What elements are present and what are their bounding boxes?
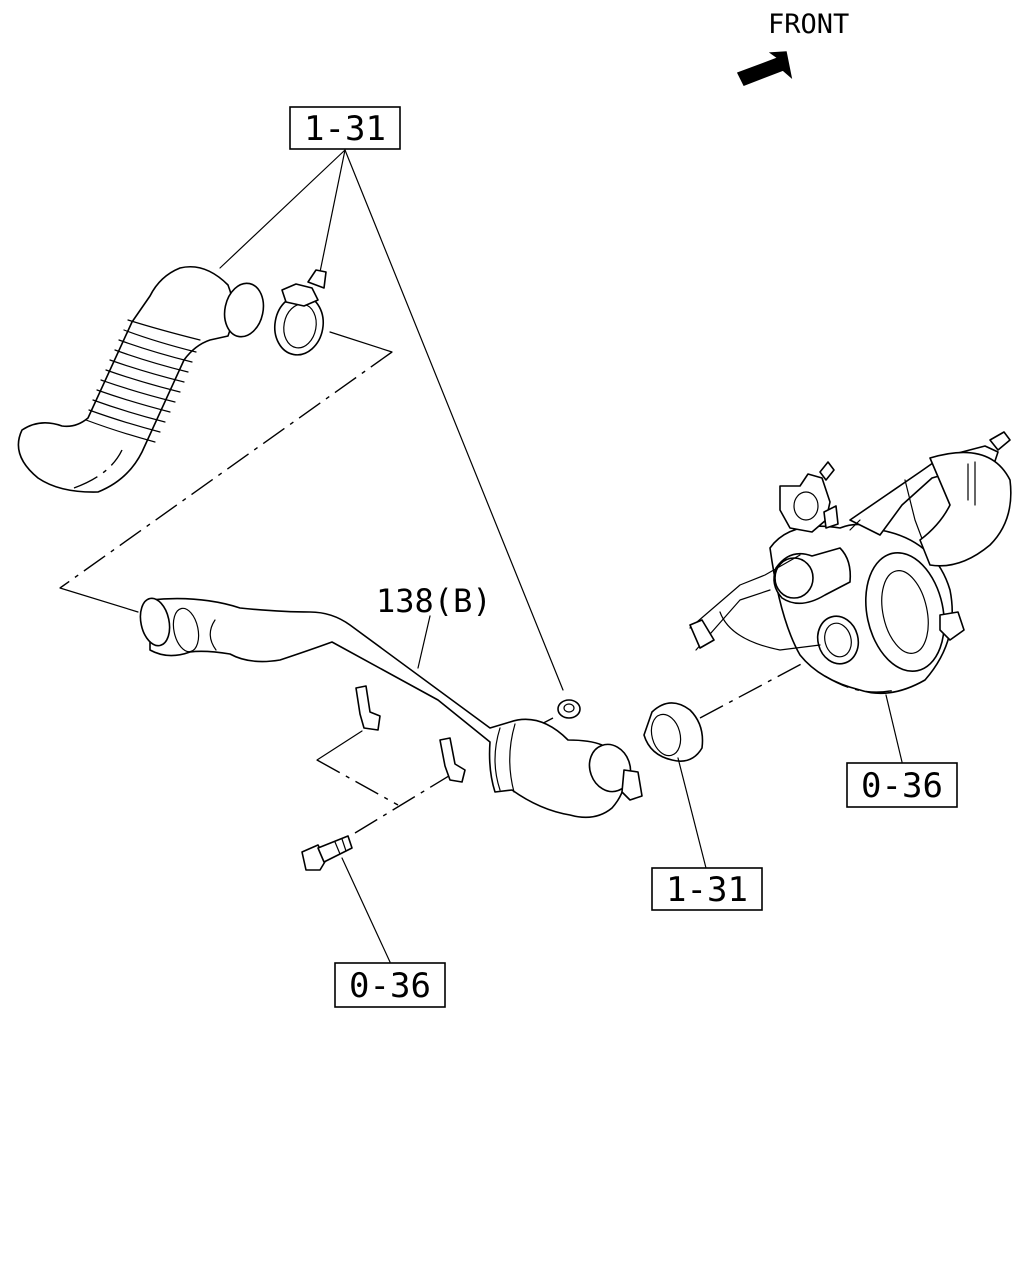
callout-ref-turbo-text: 0-36 <box>861 766 943 806</box>
hose-clamp <box>273 269 327 356</box>
callout-ref-gasket[interactable]: 1-31 <box>651 867 763 911</box>
intake-hose <box>17 266 265 493</box>
leader-lines-bottom <box>341 615 903 963</box>
callout-ref-turbo[interactable]: 0-36 <box>846 762 958 808</box>
nut <box>557 699 581 719</box>
callout-ref-bolt-text: 0-36 <box>349 966 431 1006</box>
callout-ref-top[interactable]: 1-31 <box>289 106 401 150</box>
front-indicator: FRONT <box>736 9 849 86</box>
callout-ref-top-text: 1-31 <box>304 109 386 149</box>
hose-corrugations <box>85 319 201 443</box>
callout-ref-bolt[interactable]: 0-36 <box>334 962 446 1008</box>
callout-ref-gasket-text: 1-31 <box>666 870 748 910</box>
front-label: FRONT <box>768 9 849 40</box>
intake-pipe <box>139 597 643 819</box>
bolt <box>301 835 353 871</box>
seal-ring <box>643 702 704 762</box>
part-number-138b: 138(B) <box>376 582 492 620</box>
front-direction-arrow-icon <box>736 51 793 86</box>
leader-lines-top <box>219 149 564 691</box>
turbocharger <box>689 431 1012 695</box>
